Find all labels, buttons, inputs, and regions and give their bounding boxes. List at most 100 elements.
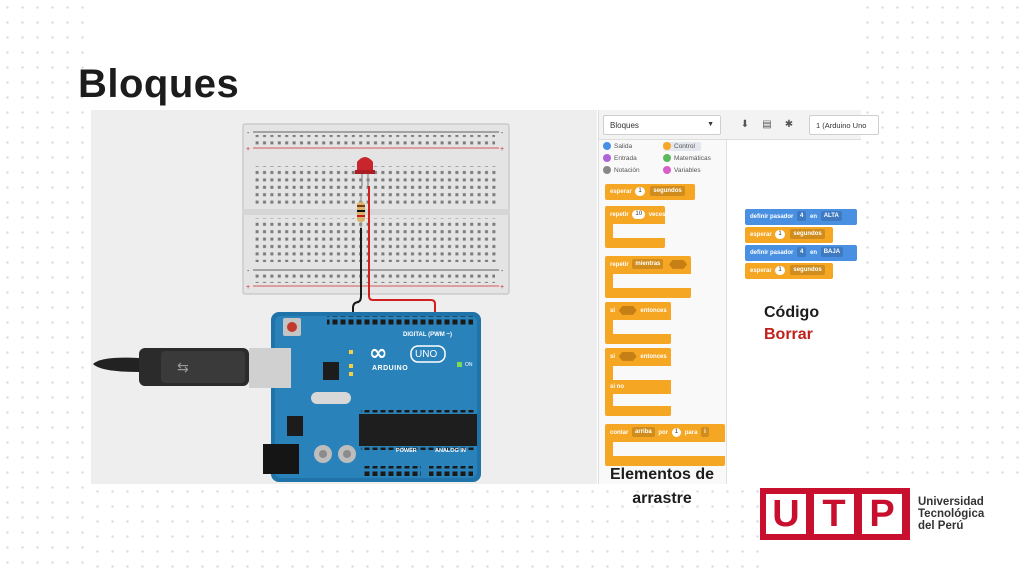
block-unit-dropdown[interactable]: segundos: [650, 186, 685, 197]
block-value-input[interactable]: 1: [775, 229, 785, 239]
upload-icon[interactable]: ▤: [762, 119, 772, 130]
block-value-input[interactable]: 1: [671, 427, 682, 437]
category-notation[interactable]: Notación: [603, 166, 640, 175]
resistor: [357, 196, 365, 228]
dotted-background-left: [0, 0, 90, 576]
chevron-down-icon: ▼: [707, 121, 714, 128]
palette-block-wait[interactable]: esperar 1 segundos: [605, 184, 695, 200]
blocks-palette: Salida Control Entrada Matemáticas Notac…: [599, 140, 727, 484]
palette-block-if-else[interactable]: si entonces: [605, 348, 671, 366]
board-label-digital: DIGITAL (PWM ~): [403, 332, 452, 338]
category-label: Variables: [674, 167, 701, 174]
block-c-foot: [605, 334, 671, 344]
state-dropdown[interactable]: ALTA: [820, 211, 842, 222]
palette-block-if[interactable]: si entonces: [605, 302, 671, 320]
block-value-input[interactable]: 10: [632, 209, 646, 219]
block-mode-dropdown[interactable]: mientras: [632, 259, 664, 270]
logo-letter: T: [814, 494, 854, 534]
block-label: definir pasador: [750, 250, 794, 256]
block-label: repetir: [610, 262, 629, 268]
block-else-row: si no: [605, 380, 671, 394]
board-label-on: ON: [465, 362, 473, 368]
logo-text-line2: Tecnológica: [918, 508, 985, 520]
board-label-model: UNO: [415, 349, 438, 360]
slide-title: Bloques: [78, 62, 240, 106]
category-dot-icon: [663, 142, 671, 150]
svg-text:+: +: [246, 146, 250, 153]
palette-block-repeat[interactable]: repetir 10 veces: [605, 206, 665, 224]
block-content: repetir mientras: [605, 257, 694, 273]
mode-select-value: Bloques: [610, 121, 639, 130]
block-else-label: si no: [610, 384, 625, 390]
logo-text-line1: Universidad: [918, 496, 984, 508]
circuit-canvas[interactable]: - + - + - + - +: [91, 110, 597, 484]
category-label: Notación: [614, 167, 640, 174]
block-unit-dropdown[interactable]: segundos: [790, 229, 825, 240]
block-en-label: en: [810, 250, 818, 256]
block-content: si entonces: [605, 303, 672, 319]
state-dropdown[interactable]: BAJA: [820, 247, 844, 258]
category-dot-icon: [663, 154, 671, 162]
arduino-board: ∞: [249, 312, 481, 482]
category-dot-icon: [603, 142, 611, 150]
pin-dropdown[interactable]: 4: [797, 247, 807, 258]
led: [355, 157, 375, 186]
script-block-set-pin-high[interactable]: definir pasador 4 en ALTA: [745, 209, 857, 225]
condition-slot[interactable]: [618, 351, 637, 361]
category-control[interactable]: Control: [663, 142, 701, 151]
category-variables[interactable]: Variables: [663, 166, 701, 175]
condition-slot[interactable]: [669, 259, 688, 269]
block-content: si entonces: [605, 349, 672, 365]
download-icon[interactable]: ⬇: [740, 119, 750, 130]
block-value-input[interactable]: 1: [635, 186, 645, 196]
category-math[interactable]: Matemáticas: [663, 154, 711, 163]
script-block-wait[interactable]: esperar 1 segundos: [745, 263, 833, 279]
category-dot-icon: [663, 166, 671, 174]
board-label-analog: ANALOG IN: [435, 448, 466, 454]
pin-dropdown[interactable]: 4: [797, 211, 807, 222]
logo-red-block: U T P: [760, 488, 910, 540]
circuit-drawing: - + - + - + - +: [93, 123, 510, 482]
category-list: Salida Control Entrada Matemáticas Notac…: [599, 140, 727, 182]
board-select[interactable]: 1 (Arduino Uno: [809, 115, 879, 135]
category-output[interactable]: Salida: [603, 142, 632, 151]
block-label: esperar: [750, 232, 772, 238]
annotation-drag-elements: Elementos de arrastre: [609, 466, 715, 507]
svg-text:+: +: [500, 284, 504, 291]
script-block-wait[interactable]: esperar 1 segundos: [745, 227, 833, 243]
annotation-code: Código: [764, 304, 820, 321]
palette-block-count[interactable]: contar arriba por 1 para i: [605, 424, 725, 442]
board-label-arduino: ARDUINO: [372, 365, 409, 372]
category-dot-icon: [603, 154, 611, 162]
block-label: esperar: [750, 268, 772, 274]
palette-block-repeat-while[interactable]: repetir mientras: [605, 256, 691, 274]
block-c-arm: [605, 274, 613, 288]
block-c-arm: [605, 394, 613, 406]
block-c-foot: [605, 456, 725, 466]
block-label: si: [610, 354, 616, 360]
category-input[interactable]: Entrada: [603, 154, 637, 163]
dotted-background-right: [860, 0, 1024, 480]
svg-text:-: -: [247, 268, 250, 275]
code-editor-panel: Bloques ▼ ⬇ ▤ ✱ 1 (Arduino Uno Salida Co…: [598, 110, 879, 484]
block-en-label: en: [810, 214, 818, 220]
utp-logo: U T P Universidad Tecnológica del Perú: [760, 488, 1000, 540]
block-value-input[interactable]: 1: [775, 265, 785, 275]
script-block-set-pin-low[interactable]: definir pasador 4 en BAJA: [745, 245, 857, 261]
script-workspace[interactable]: definir pasador 4 en ALTA esperar 1 segu…: [728, 140, 861, 484]
category-label: Matemáticas: [674, 155, 711, 162]
condition-slot[interactable]: [618, 305, 637, 315]
block-c-arm: [605, 366, 613, 380]
svg-text:-: -: [501, 268, 504, 275]
svg-text:-: -: [501, 130, 504, 137]
block-direction-dropdown[interactable]: arriba: [632, 427, 655, 438]
category-label: Control: [674, 143, 695, 150]
mode-select[interactable]: Bloques ▼: [603, 115, 721, 135]
dotted-background-bottom: [90, 484, 760, 576]
block-variable-dropdown[interactable]: i: [701, 427, 709, 438]
block-label: contar: [610, 430, 629, 436]
block-unit-dropdown[interactable]: segundos: [790, 265, 825, 276]
bug-icon[interactable]: ✱: [784, 119, 794, 130]
block-label: definir pasador: [750, 214, 794, 220]
block-by-label: por: [658, 430, 669, 436]
